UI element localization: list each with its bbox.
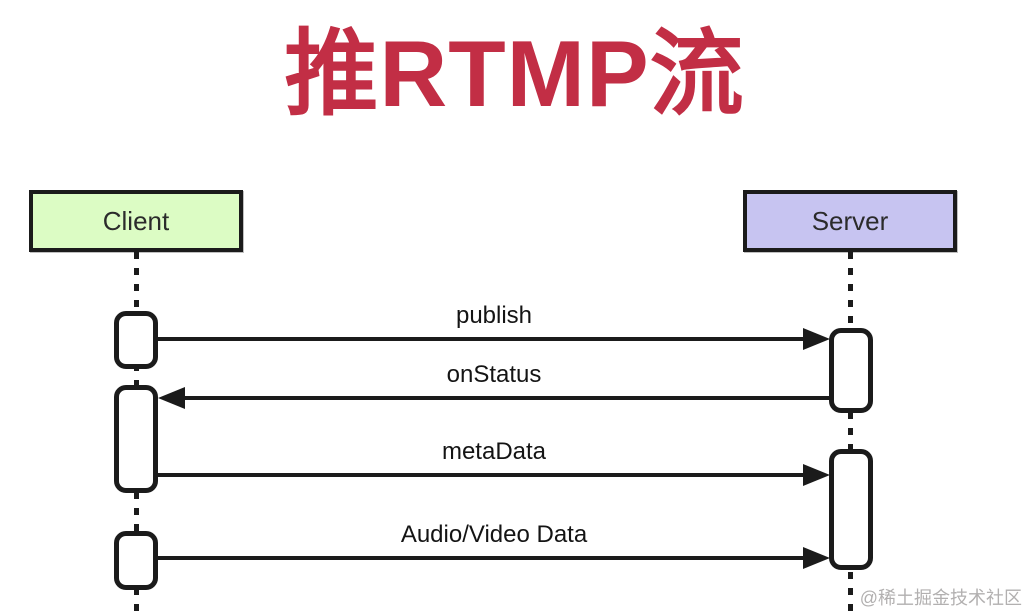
arrowhead-right-icon bbox=[803, 547, 830, 569]
message-metadata-line bbox=[158, 473, 812, 477]
arrowhead-right-icon bbox=[803, 328, 830, 350]
actor-server-label: Server bbox=[811, 205, 889, 236]
watermark-text: @稀土掘金技术社区 bbox=[859, 588, 1022, 608]
message-metadata-label: metaData bbox=[441, 438, 547, 465]
message-onstatus-line bbox=[176, 396, 830, 400]
arrowhead-right-icon bbox=[803, 464, 830, 486]
message-onstatus-label: onStatus bbox=[446, 361, 542, 388]
actor-server-box: Server bbox=[743, 190, 957, 252]
diagram-title: 推RTMP流 bbox=[284, 21, 745, 126]
server-activation-data bbox=[829, 449, 873, 570]
client-activation-publish bbox=[114, 311, 158, 369]
actor-client-label: Client bbox=[102, 205, 170, 236]
client-activation-onstatus-metadata bbox=[114, 385, 158, 493]
arrowhead-left-icon bbox=[158, 387, 185, 409]
server-lifeline bbox=[848, 252, 853, 613]
message-avdata-label: Audio/Video Data bbox=[400, 521, 588, 548]
message-publish-label: publish bbox=[455, 302, 533, 329]
message-publish-line bbox=[158, 337, 812, 341]
actor-client-box: Client bbox=[29, 190, 243, 252]
server-activation-publish-onstatus bbox=[829, 328, 873, 413]
message-avdata-line bbox=[158, 556, 812, 560]
client-activation-avdata bbox=[114, 531, 158, 590]
